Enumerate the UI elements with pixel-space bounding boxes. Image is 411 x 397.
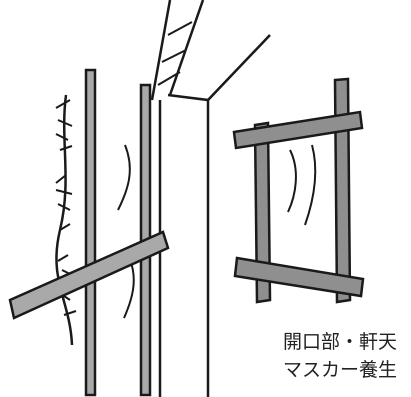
scaffold-pole-left [84,68,97,397]
caption-line-1: 開口部・軒天 [282,331,397,353]
wall-masking-sheet-curves [117,144,135,319]
window-board-top [232,110,364,150]
scaffold-pipe-diagonal [8,230,170,320]
caption: 開口部・軒天 マスカー養生 [247,328,397,384]
window-board-bottom [233,256,365,298]
left-shrub-line [55,94,74,346]
masker-tape-eave [157,21,193,86]
window-masking-sheet [287,144,317,226]
caption-line-2: マスカー養生 [282,359,397,381]
window-board-left [253,121,272,304]
eave-line [150,0,271,102]
window-board-right [333,77,352,304]
